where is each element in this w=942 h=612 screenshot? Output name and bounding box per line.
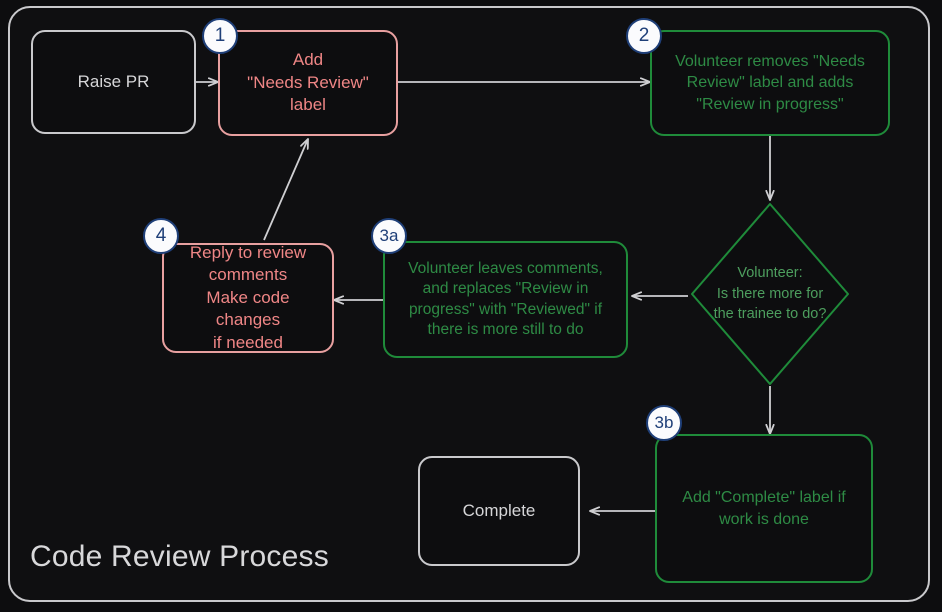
badge-1: 1 [202, 18, 238, 54]
node-decision-more-work[interactable]: Volunteer: Is there more for the trainee… [688, 200, 852, 388]
node-raise-pr[interactable]: Raise PR [31, 30, 196, 134]
badge-3a: 3a [371, 218, 407, 254]
node-add-needs-review-label: Add "Needs Review" label [247, 50, 369, 115]
badge-3b: 3b [646, 405, 682, 441]
badge-2: 2 [626, 18, 662, 54]
diagram-title: Code Review Process [30, 540, 329, 573]
node-add-complete-label[interactable]: Add "Complete" label if work is done [655, 434, 873, 583]
node-complete[interactable]: Complete [418, 456, 580, 566]
node-add-needs-review[interactable]: Add "Needs Review" label [218, 30, 398, 136]
node-complete-label: Complete [462, 500, 536, 520]
diamond-shape [691, 203, 849, 385]
node-reply-to-review-label: Reply to review comments Make code chang… [189, 242, 307, 352]
node-reply-to-review[interactable]: Reply to review comments Make code chang… [162, 243, 334, 353]
node-volunteer-takes[interactable]: Volunteer removes "Needs Review" label a… [650, 30, 890, 136]
node-raise-pr-label: Raise PR [77, 71, 150, 91]
badge-4: 4 [143, 218, 179, 254]
node-decision-more-work-label: Volunteer: Is there more for the trainee… [713, 265, 827, 323]
node-volunteer-takes-label: Volunteer removes "Needs Review" label a… [675, 53, 865, 113]
node-volunteer-comments[interactable]: Volunteer leaves comments, and replaces … [383, 241, 628, 358]
node-volunteer-comments-label: Volunteer leaves comments, and replaces … [408, 259, 603, 338]
node-add-complete-label-text: Add "Complete" label if work is done [682, 489, 846, 528]
